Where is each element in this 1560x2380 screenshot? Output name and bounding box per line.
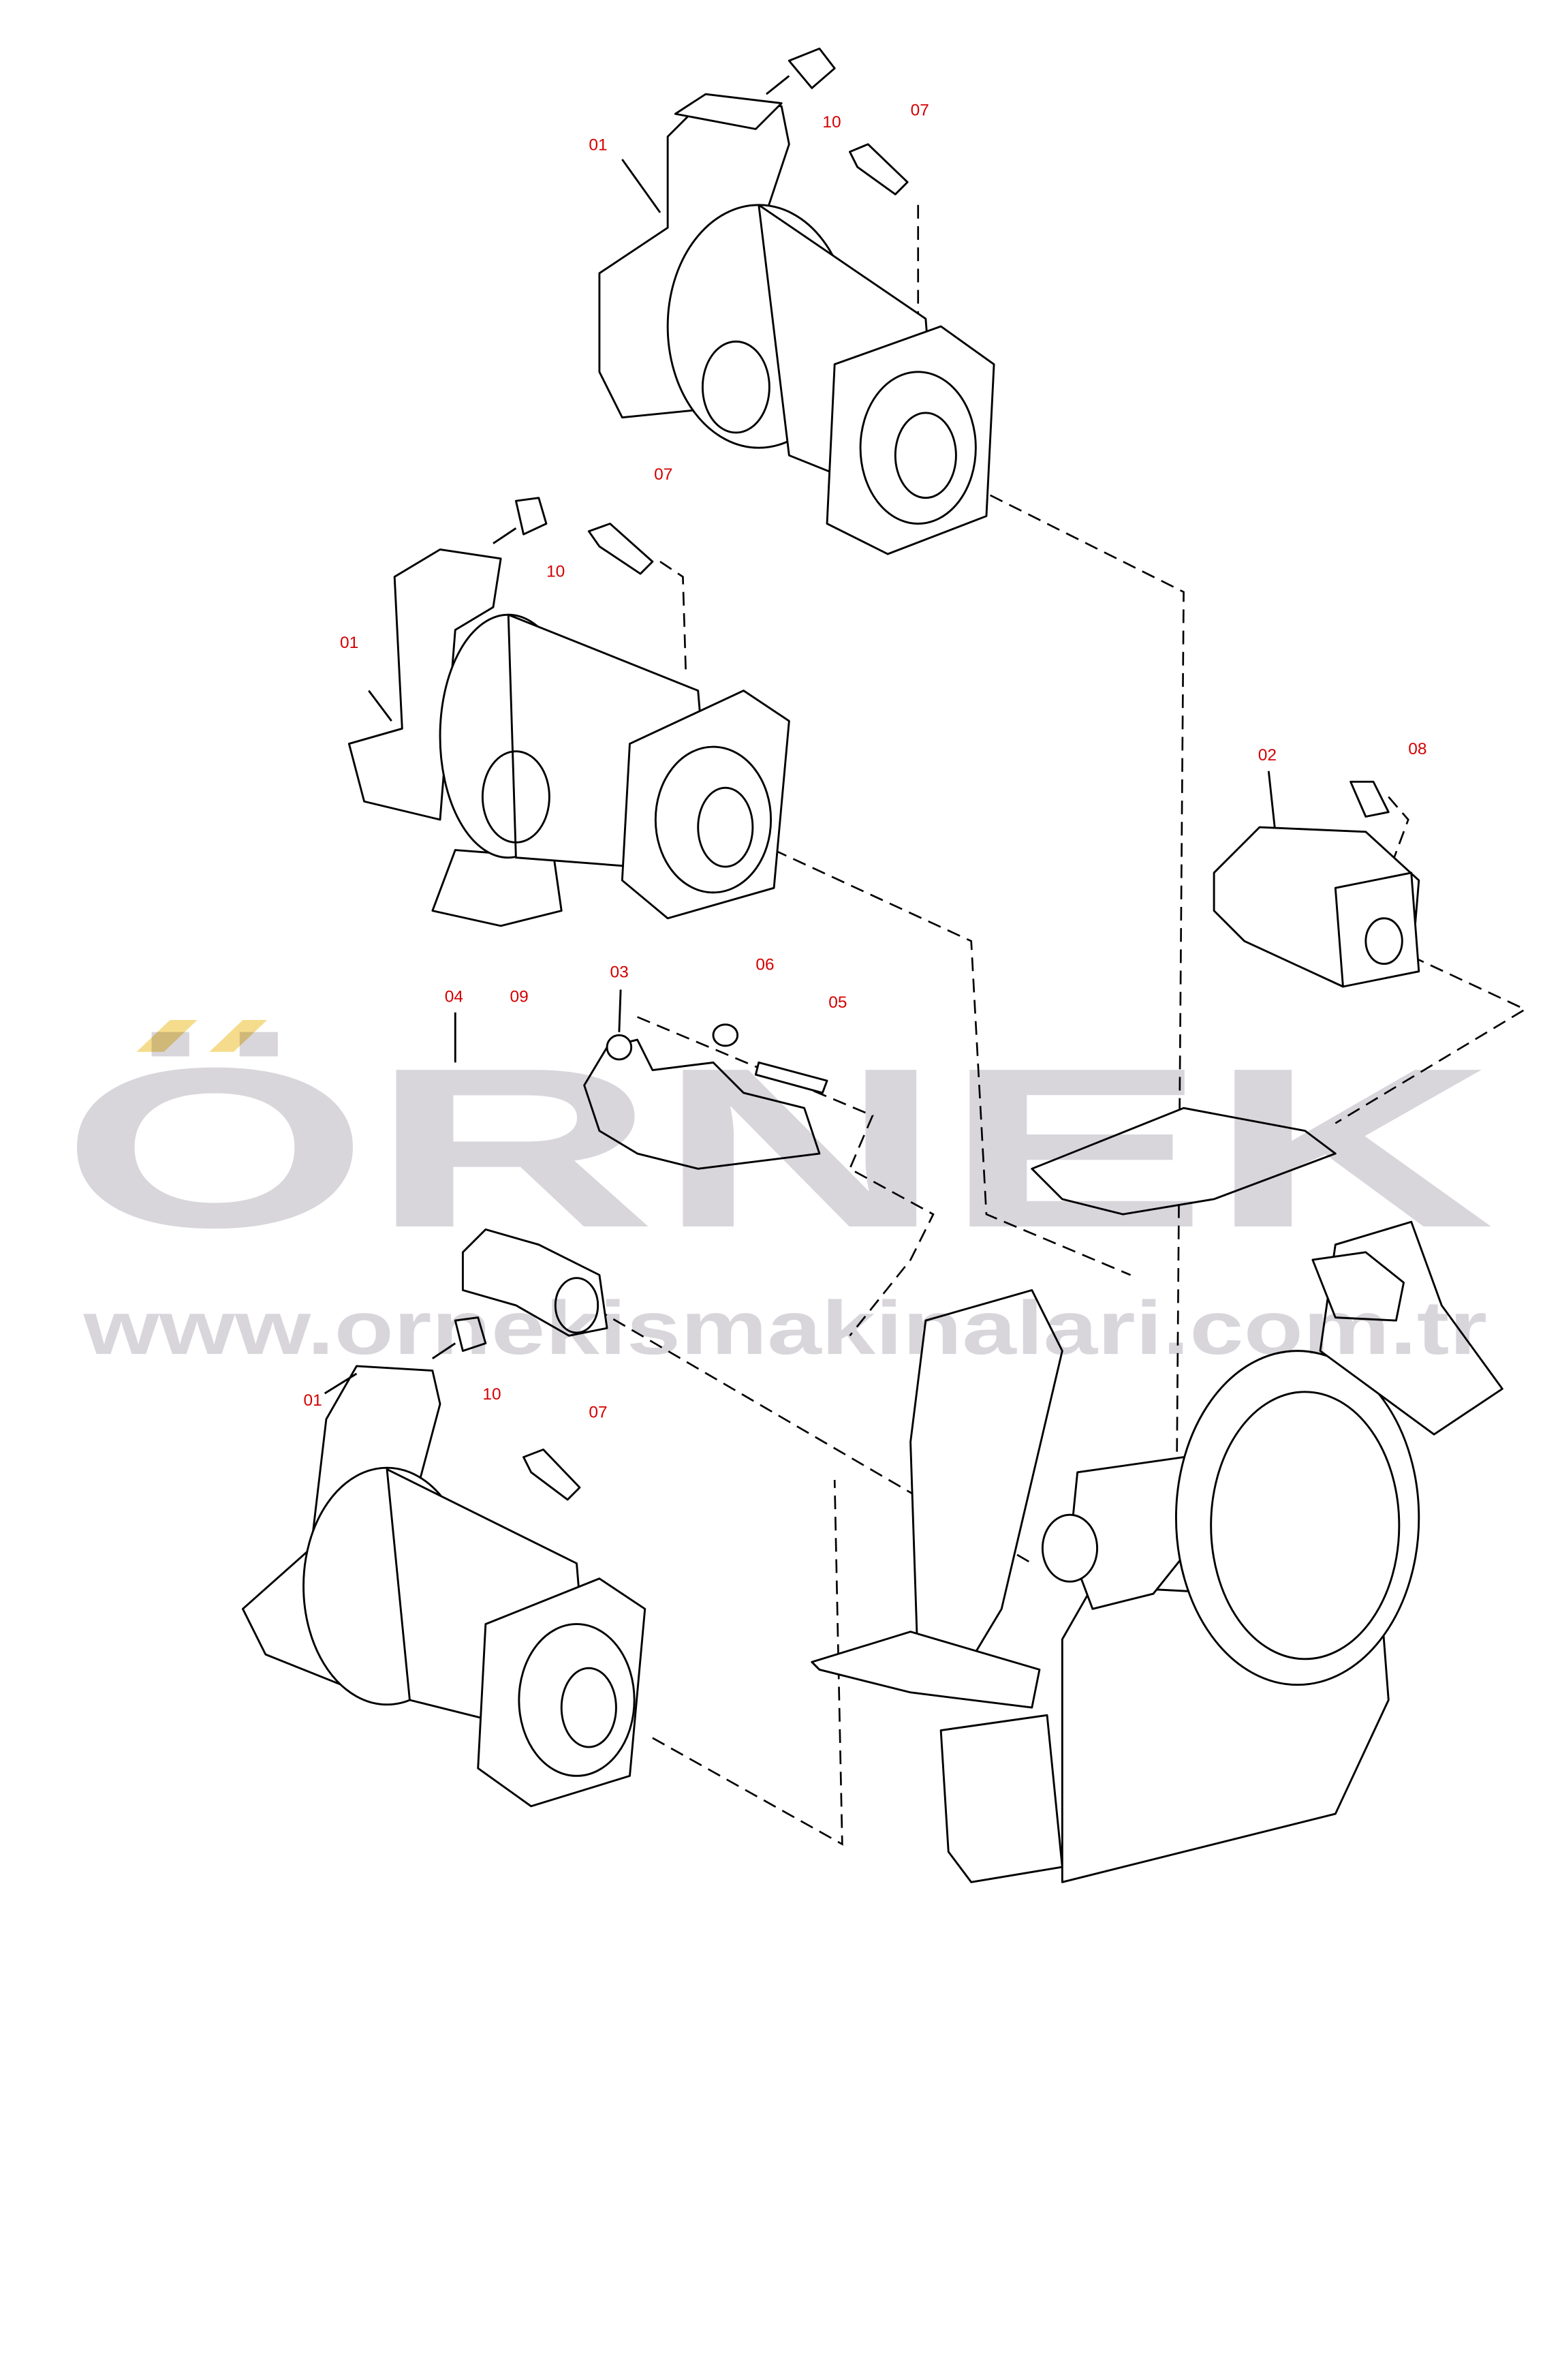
callout-10: 10 [482,1385,501,1404]
control-valve [583,1023,828,1170]
watermark: ÖRNEK www.ornekismakinalari.com.tr [61,1020,1495,1370]
hydraulic-pump-middle [347,548,790,927]
fasteners [432,47,1390,1501]
callout-02: 02 [1258,746,1277,764]
callout-03: 03 [610,963,629,982]
pump-mounting-frame [811,1107,1503,1883]
callout-06: 06 [755,955,774,974]
callout-10: 10 [546,563,565,581]
gear-pump [1213,826,1420,988]
watermark-accent-mark [209,1020,268,1052]
callout-07: 07 [589,1404,607,1422]
watermark-url: www.ornekismakinalari.com.tr [82,1285,1487,1370]
hydraulic-pump-top [598,93,995,555]
assembly-lines [576,204,1527,1846]
callout-07: 07 [654,465,672,484]
callout-10: 10 [822,113,841,132]
callout-01: 01 [340,634,358,652]
watermark-brand: ÖRNEK [61,1021,1495,1275]
callout-05: 05 [828,993,847,1012]
callout-07: 07 [911,101,929,119]
callout-04: 04 [445,987,463,1006]
callout-01: 01 [304,1391,322,1410]
hydraulic-pump-bottom [241,1365,646,1808]
motor-04 [461,1228,608,1337]
watermark-accent-mark [136,1020,198,1052]
callout-labels: 01 10 07 07 10 01 02 08 03 06 05 04 09 0… [304,101,1427,1421]
callout-09: 09 [510,987,528,1006]
callout-08: 08 [1408,740,1426,758]
callout-01: 01 [589,136,607,155]
leader-lines [324,159,1276,1395]
